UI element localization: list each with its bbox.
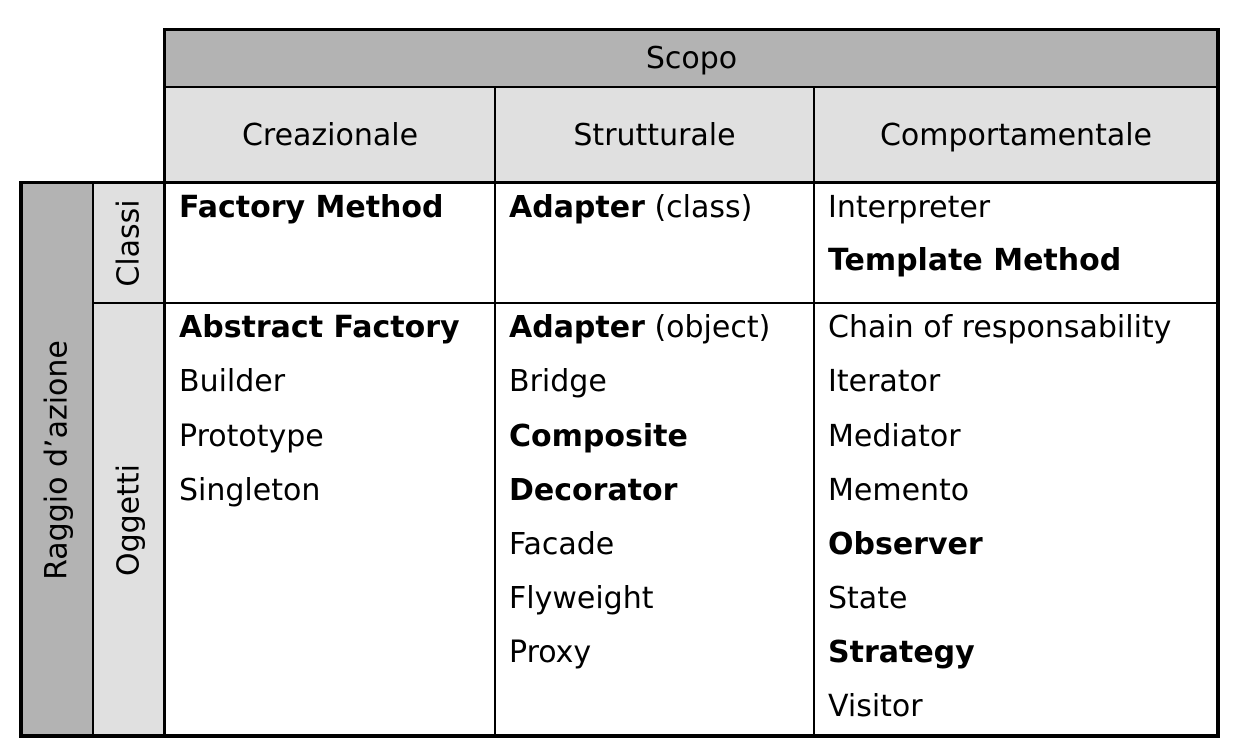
grid-line	[1216, 28, 1220, 738]
grid-line	[19, 181, 1220, 184]
pattern-singleton: Singleton	[179, 476, 320, 506]
pattern-visitor: Visitor	[828, 692, 923, 722]
row-header-oggetti: Oggetti	[93, 303, 165, 736]
pattern-proxy: Proxy	[509, 638, 591, 668]
row-header-label: Classi	[111, 199, 147, 287]
pattern-qualifier: (object)	[644, 310, 771, 345]
column-header-label: Creazionale	[241, 117, 419, 153]
grid-line	[165, 86, 1218, 88]
grid-line	[163, 28, 166, 738]
pattern-label: Proxy	[509, 635, 592, 670]
pattern-flyweight: Flyweight	[509, 584, 654, 614]
pattern-label: Factory Method	[179, 190, 444, 225]
pattern-label: Chain of responsability	[828, 310, 1172, 345]
grid-line	[19, 181, 23, 738]
row-group-header: Raggio d’azione	[21, 183, 93, 736]
pattern-observer: Observer	[828, 530, 983, 560]
grid-line	[93, 302, 1218, 304]
pattern-decorator: Decorator	[509, 476, 677, 506]
pattern-label: Bridge	[509, 364, 607, 399]
pattern-strategy: Strategy	[828, 638, 975, 668]
pattern-label: Adapter	[509, 190, 645, 225]
pattern-label: Facade	[509, 527, 615, 562]
grid-line	[19, 734, 1220, 738]
pattern-factory-method: Factory Method	[179, 193, 444, 223]
pattern-adapter-object: Adapter (object)	[509, 313, 770, 343]
pattern-label: Template Method	[828, 243, 1122, 278]
row-header-classi: Classi	[93, 183, 165, 303]
pattern-label: Iterator	[828, 364, 941, 399]
pattern-interpreter: Interpreter	[828, 193, 990, 223]
pattern-builder: Builder	[179, 367, 285, 397]
pattern-iterator: Iterator	[828, 367, 940, 397]
column-header-strutturale: Strutturale	[495, 87, 814, 183]
pattern-label: Interpreter	[828, 190, 991, 225]
pattern-adapter-class: Adapter (class)	[509, 193, 752, 223]
pattern-label: Adapter	[509, 310, 645, 345]
pattern-bridge: Bridge	[509, 367, 607, 397]
pattern-label: Builder	[179, 364, 286, 399]
pattern-label: Abstract Factory	[179, 310, 460, 345]
pattern-mediator: Mediator	[828, 422, 961, 452]
pattern-composite: Composite	[509, 422, 688, 452]
column-header-creazionale: Creazionale	[165, 87, 495, 183]
scope-header-label: Scopo	[645, 40, 738, 76]
grid-line	[92, 183, 94, 736]
scope-header: Scopo	[165, 29, 1218, 87]
pattern-label: Memento	[828, 473, 970, 508]
column-header-label: Strutturale	[573, 117, 736, 153]
pattern-template-method: Template Method	[828, 246, 1121, 276]
pattern-label: Mediator	[828, 419, 961, 454]
pattern-chain-of-responsability: Chain of responsability	[828, 313, 1171, 343]
column-header-comportamentale: Comportamentale	[814, 87, 1218, 183]
pattern-label: Flyweight	[509, 581, 654, 616]
grid-line	[163, 28, 1220, 31]
pattern-label: State	[828, 581, 908, 616]
pattern-qualifier: (class)	[644, 190, 753, 225]
pattern-label: Visitor	[828, 689, 923, 724]
pattern-facade: Facade	[509, 530, 614, 560]
column-header-label: Comportamentale	[879, 117, 1153, 153]
pattern-label: Composite	[509, 419, 688, 454]
row-header-label: Oggetti	[111, 463, 147, 576]
pattern-label: Prototype	[179, 419, 324, 454]
grid-line	[494, 87, 496, 736]
pattern-memento: Memento	[828, 476, 969, 506]
pattern-state: State	[828, 584, 907, 614]
pattern-abstract-factory: Abstract Factory	[179, 313, 460, 343]
pattern-label: Decorator	[509, 473, 678, 508]
pattern-label: Singleton	[179, 473, 321, 508]
pattern-label: Strategy	[828, 635, 975, 670]
grid-line	[813, 87, 815, 736]
pattern-label: Observer	[828, 527, 983, 562]
row-group-label: Raggio d’azione	[39, 339, 75, 580]
pattern-prototype: Prototype	[179, 422, 324, 452]
